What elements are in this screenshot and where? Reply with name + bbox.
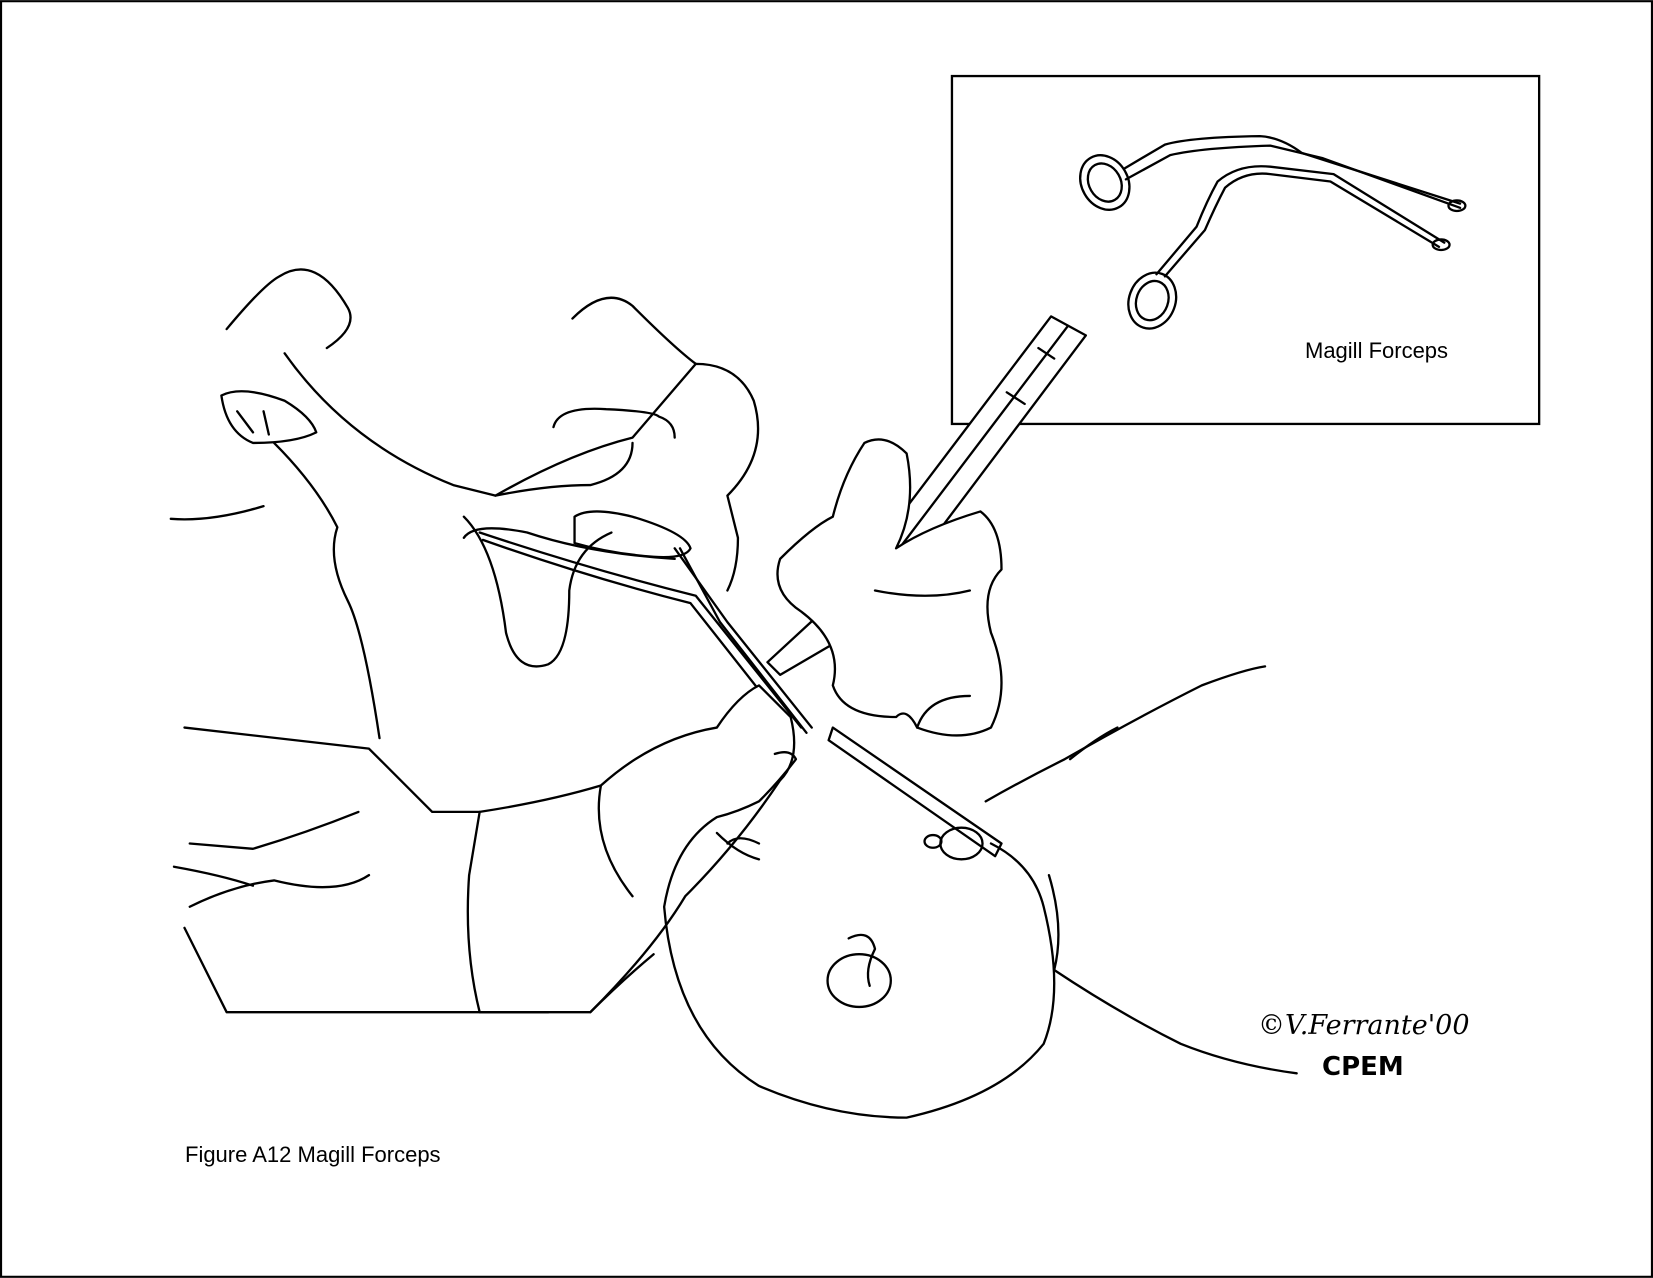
inset-label: Magill Forceps xyxy=(1305,338,1449,363)
magill-forceps-inset-drawing xyxy=(1079,134,1467,330)
figure-caption: Figure A12 Magill Forceps xyxy=(185,1142,441,1167)
upper-hand-drawing xyxy=(169,268,813,740)
lower-arm-drawing xyxy=(172,684,796,1014)
publisher-mark: CPEM xyxy=(1322,1052,1404,1082)
right-hand-drawing xyxy=(776,438,1003,737)
infant-drawing xyxy=(662,665,1298,1119)
artist-signature: ©V.Ferrante'00 xyxy=(1258,1010,1470,1041)
